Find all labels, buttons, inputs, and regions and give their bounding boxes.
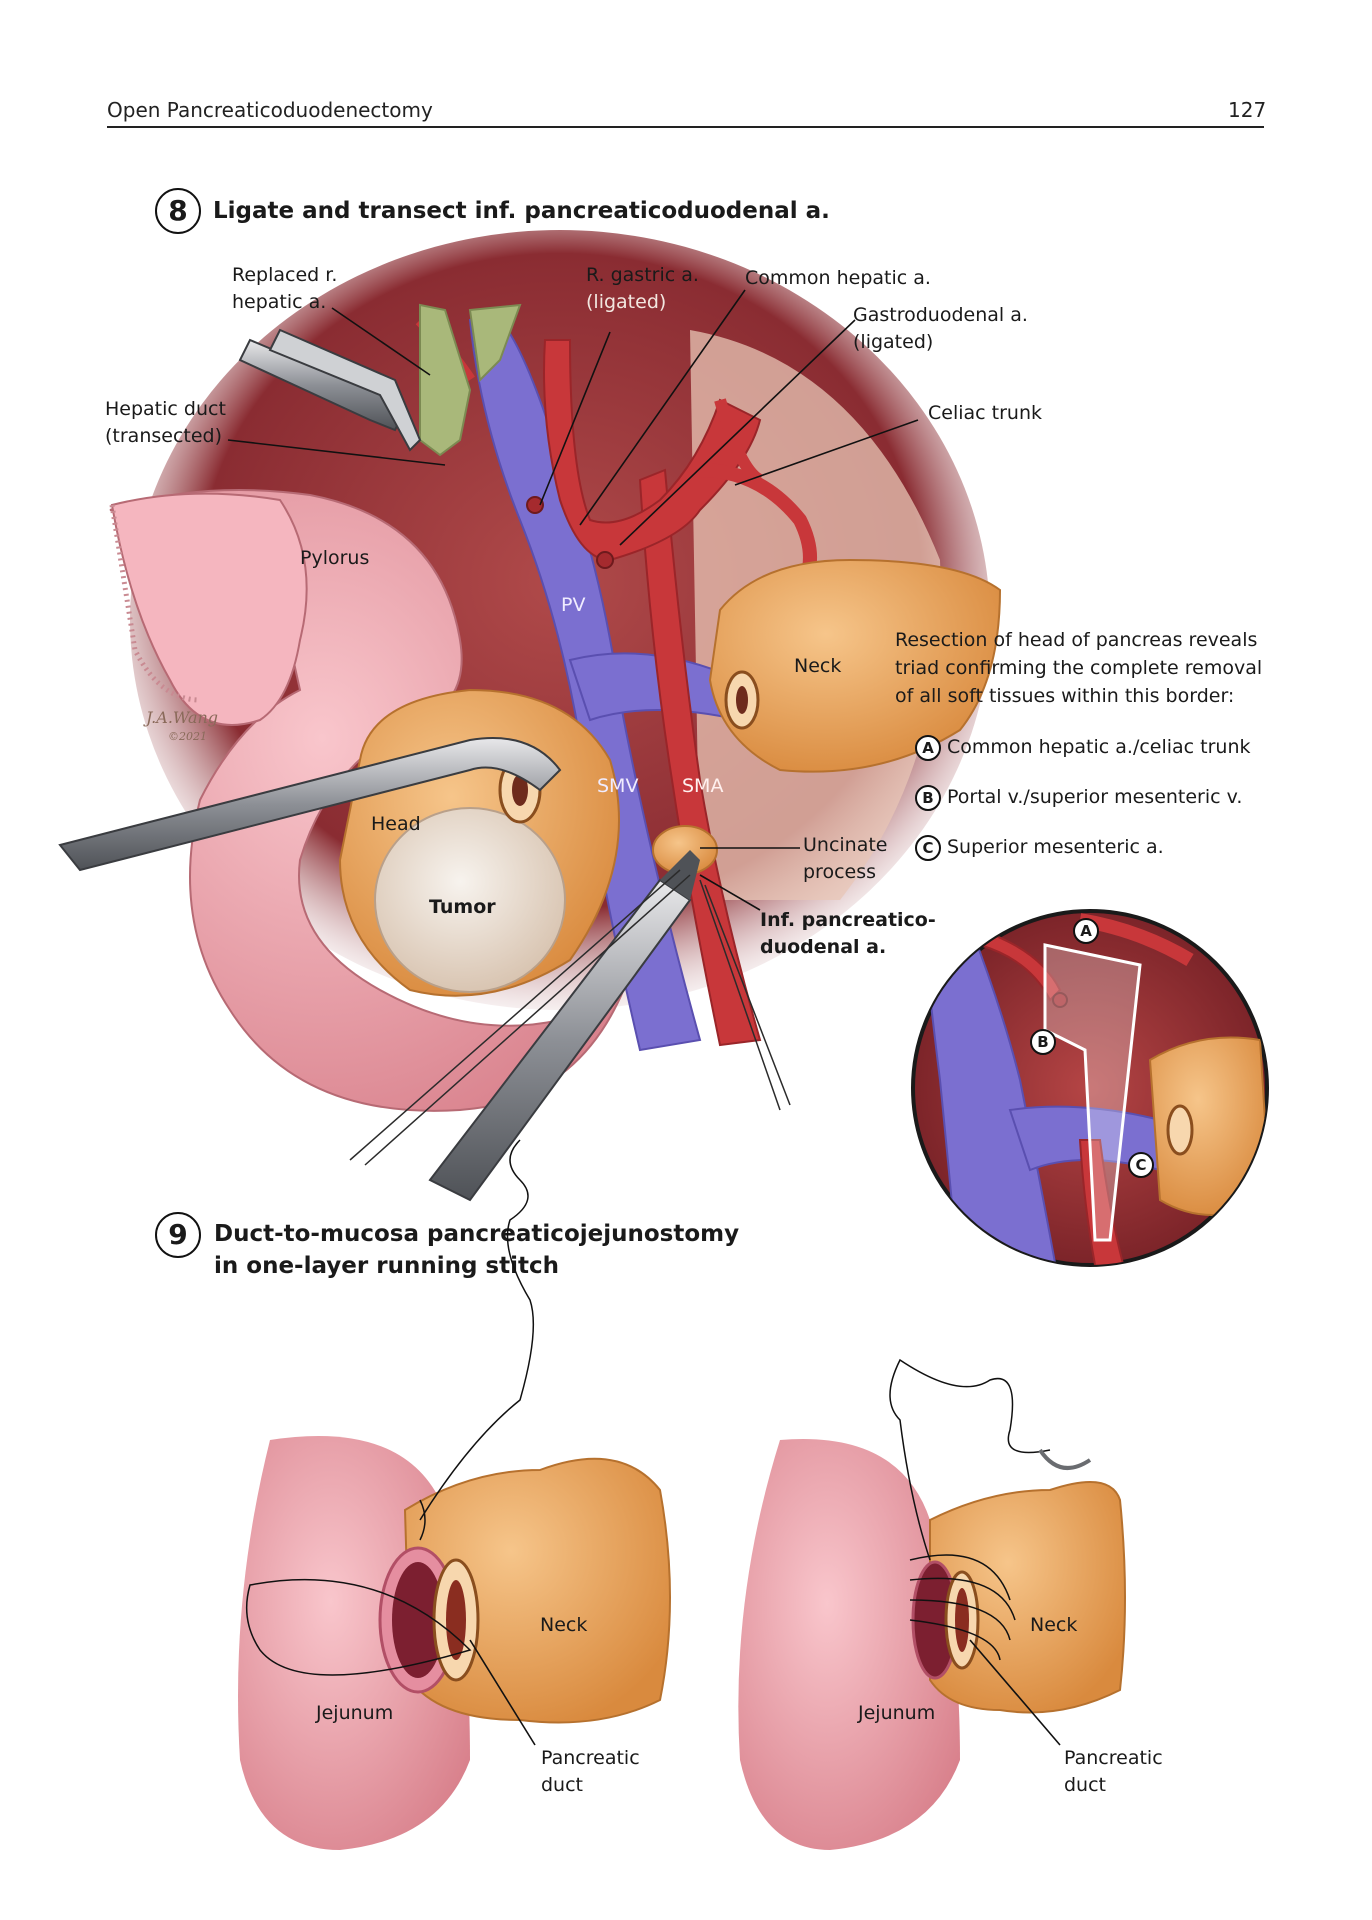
pancreas-neck: [708, 558, 1002, 773]
label-r-gastric-2: (ligated): [586, 291, 667, 313]
legend-text-c: Superior mesenteric a.: [947, 836, 1164, 858]
pylorus: [110, 492, 308, 726]
step-9-title-1: Duct-to-mucosa pancreaticojejunostomy: [214, 1221, 740, 1247]
header-rule: [107, 126, 1264, 128]
label-ipd-artery-2: duodenal a.: [760, 936, 887, 958]
label-sma: SMA: [682, 775, 724, 797]
label-left-pancreatic-duct-1: Pancreatic: [541, 1747, 640, 1769]
retractor: [58, 737, 562, 872]
label-head: Head: [371, 813, 421, 835]
label-hepatic-duct-2: (transected): [105, 425, 223, 447]
resection-note-line-3: of all soft tissues within this border:: [895, 685, 1235, 707]
inset-marker-b: B: [1030, 1029, 1062, 1055]
label-ipd-artery-1: Inf. pancreatico-: [760, 909, 936, 931]
artist-signature: J.A.Wang: [146, 708, 219, 727]
label-right-jejunum: Jejunum: [858, 1702, 936, 1724]
legend-row-a: A Common hepatic a./celiac trunk: [915, 734, 1251, 761]
label-pylorus: Pylorus: [300, 547, 370, 569]
legend-key-c: C: [915, 834, 941, 861]
legend-row-b: B Portal v./superior mesenteric v.: [915, 784, 1242, 811]
step-8-title: Ligate and transect inf. pancreaticoduod…: [213, 198, 830, 224]
tumor: [374, 807, 566, 993]
label-uncinate-1: Uncinate: [803, 834, 888, 856]
label-left-jejunum: Jejunum: [316, 1702, 394, 1724]
label-gastroduodenal-1: Gastroduodenal a.: [853, 304, 1028, 326]
label-pv: PV: [561, 594, 586, 616]
label-replaced-hepatic-2: hepatic a.: [232, 291, 327, 313]
artist-signature-year: ©2021: [168, 730, 207, 743]
label-smv: SMV: [597, 775, 639, 797]
inset-detail: [911, 909, 1269, 1267]
inset-marker-c: C: [1128, 1152, 1160, 1178]
label-celiac-trunk: Celiac trunk: [928, 402, 1042, 424]
label-tumor: Tumor: [429, 896, 496, 918]
label-right-neck: Neck: [1030, 1614, 1078, 1636]
label-right-pancreatic-duct-2: duct: [1064, 1774, 1106, 1796]
label-neck: Neck: [794, 655, 842, 677]
label-replaced-hepatic-1: Replaced r.: [232, 264, 338, 286]
anastomosis-left: [238, 1139, 671, 1850]
page-number: 127: [1228, 98, 1267, 122]
legend-row-c: C Superior mesenteric a.: [915, 834, 1164, 861]
label-uncinate-2: process: [803, 861, 877, 883]
inset-marker-a: A: [1073, 918, 1105, 944]
label-gastroduodenal-2: (ligated): [853, 331, 934, 353]
label-left-neck: Neck: [540, 1614, 588, 1636]
label-left-pancreatic-duct-2: duct: [541, 1774, 583, 1796]
sma-vessel: [638, 468, 762, 1047]
label-right-pancreatic-duct-1: Pancreatic: [1064, 1747, 1163, 1769]
label-hepatic-duct-1: Hepatic duct: [105, 398, 226, 420]
hepatic-artery: [543, 339, 762, 562]
legend-key-a: A: [915, 734, 941, 761]
running-title: Open Pancreaticoduodenectomy: [107, 98, 433, 122]
anastomosis-right: [738, 1358, 1126, 1850]
legend-text-b: Portal v./superior mesenteric v.: [947, 786, 1243, 808]
step-9-title-2: in one-layer running stitch: [214, 1253, 559, 1279]
legend-key-b: B: [915, 784, 941, 811]
label-common-hepatic: Common hepatic a.: [745, 267, 931, 289]
step-9-badge: 9: [155, 1212, 201, 1258]
legend-text-a: Common hepatic a./celiac trunk: [947, 736, 1251, 758]
resection-note-line-2: triad confirming the complete removal: [895, 657, 1263, 679]
step-8-badge: 8: [155, 188, 201, 234]
resection-note: Resection of head of pancreas reveals tr…: [895, 626, 1275, 710]
label-r-gastric-1: R. gastric a.: [586, 264, 699, 286]
resection-note-line-1: Resection of head of pancreas reveals: [895, 629, 1258, 651]
